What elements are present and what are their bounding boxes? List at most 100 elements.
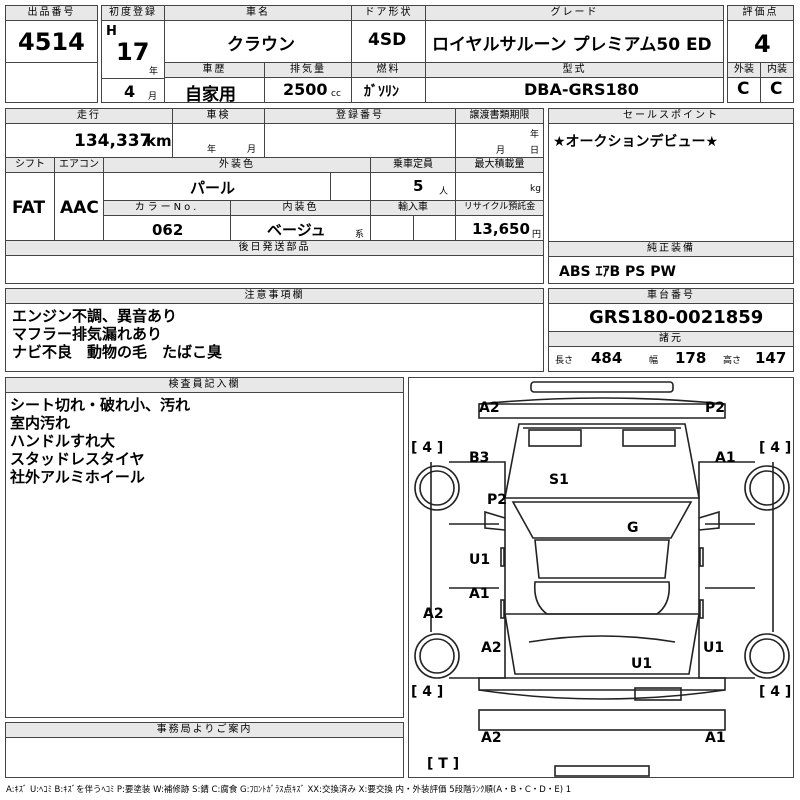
mark-g: G (627, 520, 639, 536)
chassis-cell: 車台番号 GRS180-0021859 諸元 長さ 484 幅 178 高さ 1… (548, 288, 794, 372)
inspector-line: 室内汚れ (10, 414, 71, 432)
mark-b3: B3 (469, 450, 490, 466)
history-header: 車歴 (165, 63, 264, 78)
specs-header: 諸元 (549, 332, 793, 347)
int-color-header: 内装色 (231, 201, 370, 216)
car-name-cell: 車名 クラウン (164, 5, 352, 63)
capacity: 5 (413, 177, 424, 195)
load-unit: kg (530, 184, 541, 194)
grade-header: グレード (426, 6, 723, 21)
mark-rear-right: A1 (705, 730, 726, 746)
notes-cell: 注意事項欄 エンジン不調、異音あり マフラー排気漏れあり ナビ不良 動物の毛 た… (5, 288, 544, 372)
inspection-header: 車検 (173, 109, 264, 124)
doc-year-unit: 年 (530, 130, 540, 140)
month-unit: 月 (148, 92, 158, 102)
color-no-cell: カラーNo. 062 (103, 200, 231, 241)
displacement-cell: 排気量 2500 cc (264, 62, 352, 103)
notes-header: 注意事項欄 (6, 289, 543, 304)
import-cell: 輸入車 (370, 200, 456, 241)
tire-tread-fl: [ 4 ] (411, 440, 444, 456)
max-load-cell: 最大積載量 kg (455, 157, 544, 201)
grade-cell: グレード ロイヤルサルーン プレミアム50 ED (425, 5, 724, 63)
int-score-cell: 内装 C (760, 62, 794, 103)
later-parts-cell: 後日発送部品 (5, 240, 544, 284)
shift-cell: シフト FAT (5, 157, 55, 241)
door-type: 4SD (368, 30, 407, 50)
inspector-line: 社外アルミホイール (10, 468, 145, 486)
lot-no-header: 出品番号 (6, 6, 97, 21)
capacity-header: 乗車定員 (371, 158, 455, 173)
recycle-header: リサイクル預託金 (456, 201, 543, 216)
aircon-header: エアコン (55, 158, 103, 173)
inspector-line: ハンドルすれ大 (10, 432, 116, 450)
factory-equip-header: 純正装備 (549, 242, 793, 257)
length: 484 (591, 349, 623, 367)
lot-no: 4514 (18, 28, 85, 56)
note-line: ナビ不良 動物の毛 たばこ臭 (12, 343, 223, 361)
mark-a2-left-side: A2 (423, 606, 444, 622)
legend: A:ｷｽﾞ U:ﾍｺﾐ B:ｷｽﾞを伴うﾍｺﾐ P:要塗装 W:補修跡 S:錆 … (6, 785, 572, 795)
color-no-header: カラーNo. (104, 201, 230, 216)
sales-point: ★オークションデビュー★ (553, 134, 719, 150)
reg-no-header: 登録番号 (265, 109, 455, 124)
car-diagram: A2 P2 B3 S1 A1 P2 G U1 A1 A2 A2 U1 U1 A2… (408, 377, 794, 778)
mark-a1-front-right: A1 (715, 450, 736, 466)
month: 4 (124, 82, 136, 101)
sales-point-cell: セールスポイント ★オークションデビュー★ 純正装備 ABS ｴｱB PS PW (548, 108, 794, 284)
door-header: ドア形状 (352, 6, 425, 21)
era: H (106, 24, 117, 39)
ext-score: C (737, 79, 750, 99)
lot-no-cell: 出品番号 4514 (5, 5, 98, 103)
grade: ロイヤルサルーン プレミアム50 ED (432, 35, 712, 55)
factory-equip: ABS ｴｱB PS PW (559, 264, 676, 280)
sales-point-header: セールスポイント (549, 109, 793, 124)
ext-color-cell: 外装色 パール (103, 157, 371, 201)
ext-header: 外装 (728, 63, 760, 78)
color-no: 062 (152, 221, 184, 239)
model-header: 型式 (426, 63, 723, 78)
recycle-cell: リサイクル預託金 13,650 円 (455, 200, 544, 241)
history-cell: 車歴 自家用 (164, 62, 265, 103)
mark-rear-left: A2 (481, 730, 502, 746)
chassis-number: GRS180-0021859 (589, 307, 764, 328)
inspection-cell: 車検 年 月 (172, 108, 265, 158)
mark-u1-right: U1 (703, 640, 725, 656)
model-cell: 型式 DBA-GRS180 (425, 62, 724, 103)
aircon-cell: エアコン AAC (54, 157, 104, 241)
fuel-header: 燃料 (352, 63, 425, 78)
recycle: 13,650 (472, 220, 530, 238)
note-line: エンジン不調、異音あり (12, 307, 178, 325)
mark-s1: S1 (549, 472, 569, 488)
height-label: 高さ (723, 356, 742, 366)
int-score: C (770, 79, 783, 99)
mark-front-right: P2 (705, 400, 726, 416)
score-cell: 評価点 4 (727, 5, 794, 63)
office-header: 事務局よりご案内 (6, 723, 403, 738)
car-outline (414, 381, 790, 777)
fuel-cell: 燃料 ｶﾞｿﾘﾝ (351, 62, 426, 103)
mark-u1-left: U1 (469, 552, 491, 568)
history: 自家用 (185, 85, 236, 103)
mark-a2-rear-left: A2 (481, 640, 502, 656)
note-line: マフラー排気漏れあり (12, 325, 163, 343)
chassis-header: 車台番号 (549, 289, 793, 304)
model-code: DBA-GRS180 (524, 80, 639, 99)
mark-front-left: A2 (479, 400, 500, 416)
int-color-cell: 内装色 ベージュ 系 (230, 200, 371, 241)
insp-month-unit: 月 (247, 145, 257, 155)
displacement-header: 排気量 (265, 63, 351, 78)
mark-p2-side: P2 (487, 492, 508, 508)
tire-tread-rr: [ 4 ] (759, 684, 792, 700)
width: 178 (675, 349, 707, 367)
spare-tire-label: [ T ] (427, 756, 460, 772)
later-parts-header: 後日発送部品 (6, 241, 543, 256)
doc-month-unit: 月 (496, 146, 506, 156)
ext-color: パール (190, 179, 236, 197)
ext-color-header: 外装色 (104, 158, 370, 173)
office-cell: 事務局よりご案内 (5, 722, 404, 778)
first-reg-header: 初度登録 (102, 6, 164, 21)
int-color: ベージュ (267, 221, 326, 239)
doc-day-unit: 日 (530, 146, 540, 156)
doc-deadline-header: 譲渡書類期限 (456, 109, 543, 124)
mileage-header: 走行 (6, 109, 172, 124)
